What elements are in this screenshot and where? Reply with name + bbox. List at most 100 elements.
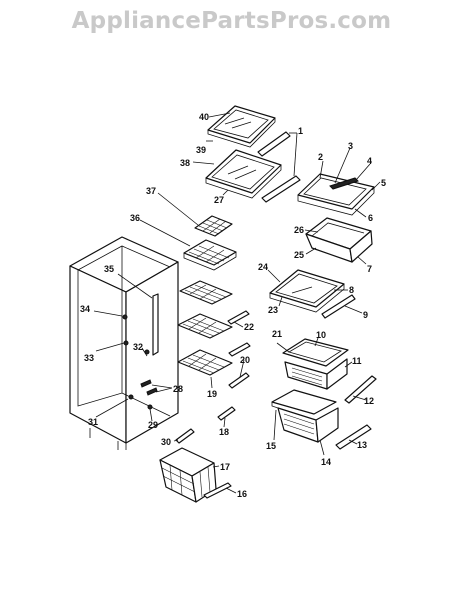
callout-28: 28 [173,384,183,394]
leader-19 [210,376,213,389]
leader-28a [151,384,173,389]
callout-38: 38 [180,158,190,168]
freezer-wire-shelf-19[interactable] [177,349,233,376]
leader-36 [139,219,191,247]
callout-40: 40 [199,112,209,122]
leader-32 [141,347,148,357]
callout-12: 12 [364,396,374,406]
leader-18 [223,417,226,428]
callout-32: 32 [133,342,143,352]
callout-17: 17 [220,462,230,472]
rail-13[interactable] [335,424,372,450]
leader-33 [95,342,125,352]
callout-15: 15 [266,441,276,451]
freezer-wire-shelf-upper[interactable] [179,280,233,305]
callout-30: 30 [161,437,171,447]
leader-14 [319,439,325,456]
callout-2: 2 [318,152,323,162]
callout-4: 4 [367,156,372,166]
callout-5: 5 [381,178,386,188]
callout-23: 23 [268,305,278,315]
crisper-cover-4[interactable] [297,173,375,216]
meat-keeper-cover-10[interactable] [282,338,349,367]
leader-17 [212,465,220,468]
callout-1: 1 [298,126,303,136]
leader-24 [267,269,281,283]
callout-18: 18 [219,427,229,437]
callout-39: 39 [196,145,206,155]
hardware-29[interactable] [147,404,153,410]
leader-34 [93,310,123,317]
rail-1[interactable] [257,131,301,203]
callout-10: 10 [316,330,326,340]
hardware-31[interactable] [128,394,134,400]
leader-12 [352,395,367,401]
freezer-shelf-36[interactable] [183,239,237,271]
rail-12[interactable] [344,375,377,404]
shelf-40[interactable] [207,105,276,148]
leader-40 [208,112,231,118]
shelf-8[interactable] [269,269,345,313]
rail-22[interactable] [227,310,251,357]
shelf-38[interactable] [205,149,282,199]
freezer-shelf-37[interactable] [194,215,233,237]
rail-9[interactable] [321,294,356,319]
callout-19: 19 [207,389,217,399]
hardware-28[interactable] [140,379,158,396]
leader-20 [239,359,245,378]
callout-8: 8 [349,285,354,295]
leader-35 [117,273,153,299]
watermark-text: AppliancePartsPros.com [71,8,392,34]
leader-16 [225,487,237,494]
cabinet [69,236,179,450]
leader-4 [355,163,371,181]
callout-7: 7 [367,264,372,274]
callout-25: 25 [294,250,304,260]
callout-31: 31 [88,417,98,427]
callout-27: 27 [214,195,224,205]
leader-6 [354,208,367,218]
callout-11: 11 [352,356,362,366]
rail-20[interactable] [228,372,250,389]
crisper-pan-7[interactable] [305,217,373,263]
callout-26: 26 [294,225,304,235]
leader-21 [276,342,290,353]
leader-28b [155,387,173,393]
callout-14: 14 [321,457,331,467]
rail-18[interactable] [217,406,236,421]
cabinet-divider-35[interactable] [152,293,159,356]
freezer-wire-shelf-22[interactable] [177,313,233,339]
callout-37: 37 [146,186,156,196]
callout-24: 24 [258,262,268,272]
leader-30 [173,439,179,442]
leader-25 [305,247,317,255]
callout-16: 16 [237,489,247,499]
leader-37 [157,192,199,226]
leader-11 [344,361,353,368]
leader-13 [348,439,358,445]
callout-21: 21 [272,329,282,339]
leader-10 [314,337,319,347]
leader-27 [222,189,229,196]
callout-20: 20 [240,355,250,365]
hardware-32[interactable] [144,349,150,355]
leader-38 [192,161,215,165]
pan-14[interactable] [271,389,339,443]
leader-2 [319,160,324,179]
leader-15 [273,409,277,441]
leader-7 [357,256,367,265]
callout-33: 33 [84,353,94,363]
meat-keeper-pan-11[interactable] [284,358,348,390]
callout-6: 6 [368,213,373,223]
callout-36: 36 [130,213,140,223]
leader-26 [304,229,319,233]
leader-31 [95,398,129,418]
rail-16[interactable] [203,482,232,499]
leader-9 [344,305,363,314]
leader-1b [293,132,298,177]
rail-30[interactable] [175,428,195,444]
callout-labels: 40 39 38 27 1 2 3 4 5 6 26 25 7 24 8 23 … [80,112,386,499]
callout-22: 22 [244,322,254,332]
callout-3: 3 [348,141,353,151]
